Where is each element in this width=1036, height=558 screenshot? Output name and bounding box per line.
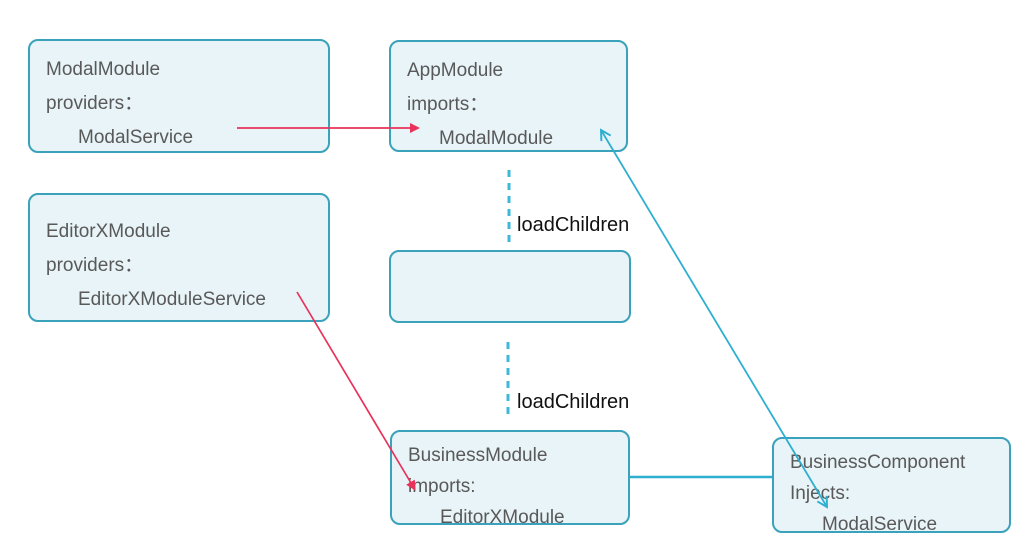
app-module-title: AppModule (407, 60, 504, 81)
business-component-title: BusinessComponent (790, 452, 966, 473)
empty-route-box (389, 250, 631, 323)
editorx-module-title: EditorXModule (46, 221, 171, 242)
modal-module-box: ModalModule providers： ModalService (28, 39, 330, 153)
editorx-module-provider-item: EditorXModuleService (78, 289, 266, 310)
business-component-box: BusinessComponent Injects: ModalService (772, 437, 1011, 535)
app-module-import-item: ModalModule (439, 128, 554, 149)
business-module-imports-label: imports: (408, 476, 476, 497)
editorx-module-providers-label: providers： (46, 255, 144, 276)
business-module-import-item: EditorXModule (440, 507, 565, 528)
business-component-injects-label: Injects: (790, 483, 851, 504)
business-module-title: BusinessModule (408, 445, 548, 466)
modal-module-provider-item: ModalService (78, 127, 194, 148)
app-module-box: AppModule imports： ModalModule (389, 40, 628, 152)
business-module-box: BusinessModule imports: EditorXModule (390, 430, 630, 528)
business-component-inject-item: ModalService (822, 514, 938, 535)
app-module-imports-label: imports： (407, 94, 489, 115)
load-children-label-bottom: loadChildren (517, 391, 630, 413)
editorx-module-box: EditorXModule providers： EditorXModuleSe… (28, 193, 330, 322)
modal-module-providers-label: providers： (46, 93, 144, 114)
load-children-label-top: loadChildren (517, 214, 630, 236)
modal-module-title: ModalModule (46, 59, 161, 80)
